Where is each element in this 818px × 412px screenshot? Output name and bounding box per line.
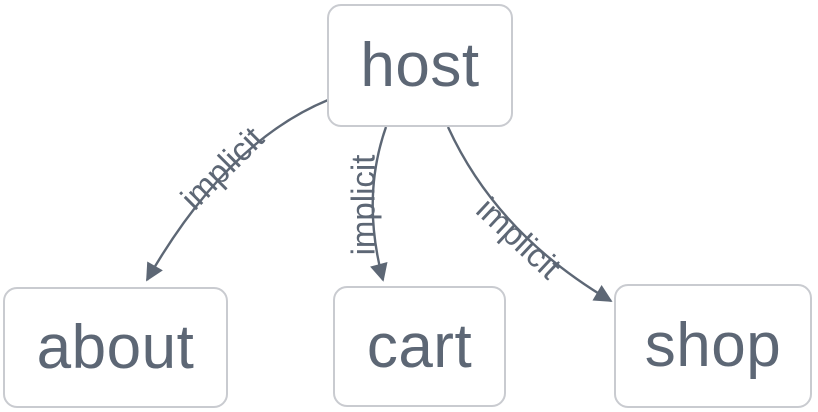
- edge-label-host-cart: implicit: [344, 154, 382, 256]
- node-cart: cart: [333, 286, 506, 407]
- node-host-label: host: [360, 30, 480, 100]
- edge-host-cart: [370, 126, 388, 282]
- node-shop-label: shop: [644, 311, 782, 380]
- edge-host-about: [145, 98, 329, 282]
- node-host: host: [327, 4, 513, 127]
- node-cart-label: cart: [366, 311, 473, 381]
- edge-host-shop: [446, 126, 613, 303]
- node-about: about: [3, 287, 228, 408]
- node-shop: shop: [614, 284, 812, 408]
- node-about-label: about: [36, 312, 195, 382]
